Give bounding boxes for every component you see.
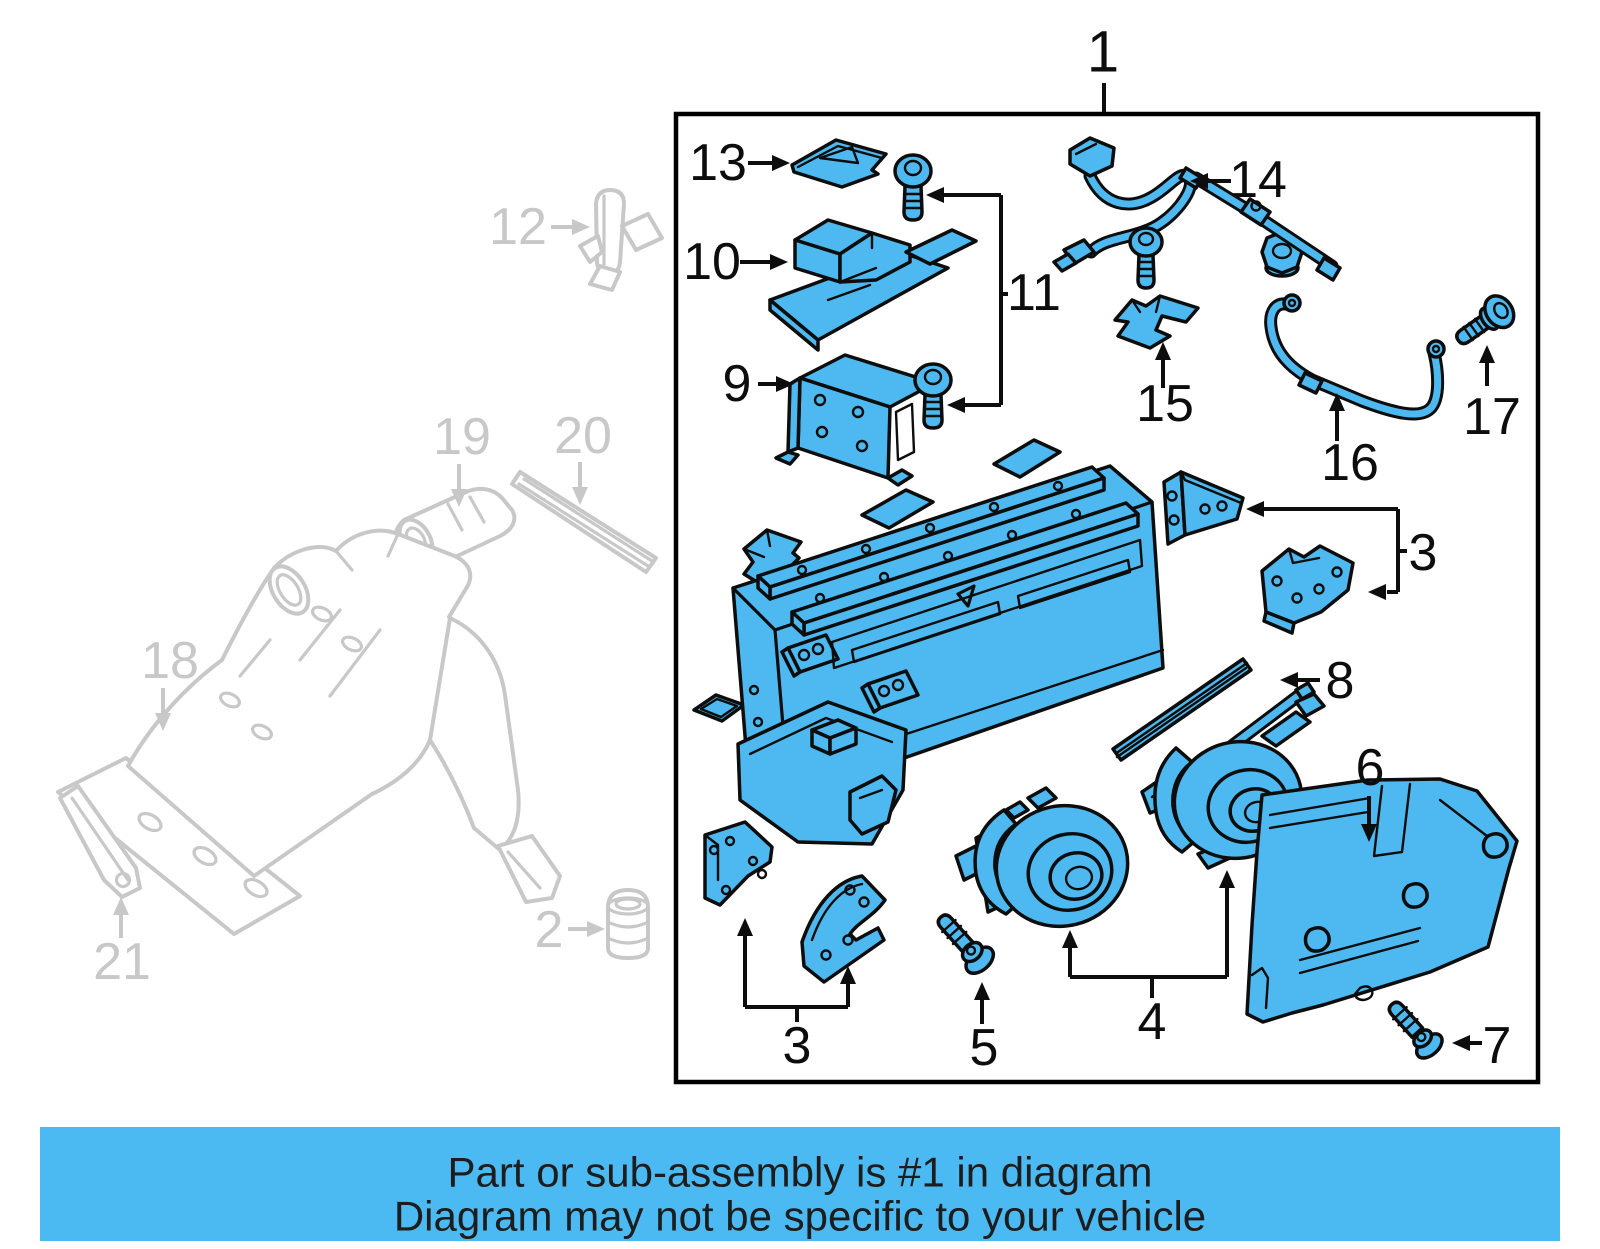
callout-3-right[interactable]: 3 <box>1246 501 1437 600</box>
callout-1[interactable]: 1 <box>1087 20 1119 113</box>
ghost-callout-18[interactable]: 18 <box>141 632 199 731</box>
callout-9[interactable]: 9 <box>723 355 794 413</box>
part-10-mount-bracket <box>768 218 950 352</box>
info-banner-line1: Part or sub-assembly is #1 in diagram <box>448 1149 1153 1196</box>
ghost-callout-12[interactable]: 12 <box>489 198 590 256</box>
callout-6[interactable]: 6 <box>1356 739 1385 842</box>
part-17-bolt <box>1455 294 1516 346</box>
part-bracket-lower-right <box>1260 544 1355 635</box>
part-5-screw <box>936 913 996 975</box>
part-pad-c <box>860 488 935 530</box>
callout-21-label: 21 <box>93 933 151 991</box>
callout-11[interactable]: 11 <box>926 187 1061 413</box>
part-bolt-15-area <box>1128 226 1164 290</box>
ghost-callout-21[interactable]: 21 <box>93 897 151 991</box>
part-vent-rod <box>1178 166 1342 282</box>
callout-18-label: 18 <box>141 632 199 690</box>
callout-10[interactable]: 10 <box>683 233 788 291</box>
callout-15-label: 15 <box>1136 375 1194 433</box>
callout-5-label: 5 <box>970 1019 999 1077</box>
part-blower-motor-left <box>954 786 1130 929</box>
callout-10-label: 10 <box>683 233 741 291</box>
callout-15[interactable]: 15 <box>1136 342 1194 433</box>
ghost-part-20-seal-strip <box>510 470 658 574</box>
part-8-seal-strip <box>1111 657 1253 762</box>
ghost-callout-20[interactable]: 20 <box>554 407 612 505</box>
callout-14[interactable]: 14 <box>1190 151 1287 209</box>
ghost-callout-2[interactable]: 2 <box>535 901 605 959</box>
callout-4-label: 4 <box>1138 993 1167 1051</box>
ghost-part-18-floor-duct <box>56 528 562 936</box>
part-bracket-bottom-left-a <box>703 820 774 907</box>
callout-8-label: 8 <box>1326 652 1355 710</box>
callout-16-label: 16 <box>1321 434 1379 492</box>
callout-3-bottom-label: 3 <box>783 1017 812 1075</box>
callout-4[interactable]: 4 <box>1062 870 1235 1051</box>
part-battery-pack-assembly <box>731 464 1165 846</box>
part-pad-a <box>904 228 978 266</box>
part-7-screw <box>1387 1000 1444 1060</box>
part-bolt-upper-11 <box>893 153 933 222</box>
part-15-retainer-bracket <box>1113 294 1200 350</box>
ghost-part-2-grommet <box>606 888 650 960</box>
callout-19-label: 19 <box>433 408 491 466</box>
callout-17-label: 17 <box>1463 388 1521 446</box>
callout-17[interactable]: 17 <box>1463 345 1521 446</box>
callout-3-bottom[interactable]: 3 <box>737 918 856 1075</box>
info-banner-line2: Diagram may not be specific to your vehi… <box>394 1193 1206 1240</box>
callout-20-label: 20 <box>554 407 612 465</box>
callout-13-label: 13 <box>689 134 747 192</box>
part-bracket-bottom-left-b <box>800 874 887 984</box>
ghost-part-12-clip <box>578 188 664 292</box>
callout-16[interactable]: 16 <box>1321 393 1379 492</box>
callout-6-label: 6 <box>1356 739 1385 797</box>
part-bolt-lower-11 <box>913 362 953 430</box>
callout-12-label: 12 <box>489 198 547 256</box>
callout-1-label: 1 <box>1087 20 1119 85</box>
part-pad-b <box>992 438 1062 479</box>
callout-7[interactable]: 7 <box>1452 1017 1511 1075</box>
info-banner-background <box>40 1127 1560 1241</box>
ghost-callout-19[interactable]: 19 <box>433 408 491 507</box>
callout-8[interactable]: 8 <box>1280 652 1354 710</box>
ghost-part-21-side-seal <box>58 784 142 899</box>
part-16-ground-cable <box>1264 293 1446 421</box>
info-banner: Part or sub-assembly is #1 in diagram Di… <box>40 1127 1560 1241</box>
part-bracket-upper-right <box>1162 470 1245 546</box>
callout-11-label: 11 <box>1007 264 1061 322</box>
callout-14-label: 14 <box>1229 151 1287 209</box>
callout-7-label: 7 <box>1483 1017 1512 1075</box>
callout-2-label: 2 <box>535 901 564 959</box>
callout-5[interactable]: 5 <box>970 982 999 1077</box>
part-6-cover-panel <box>1245 777 1519 1024</box>
callout-9-label: 9 <box>723 355 752 413</box>
callout-13[interactable]: 13 <box>689 134 790 192</box>
callout-3-right-label: 3 <box>1409 524 1438 582</box>
part-13-insulator-plate <box>790 138 888 189</box>
